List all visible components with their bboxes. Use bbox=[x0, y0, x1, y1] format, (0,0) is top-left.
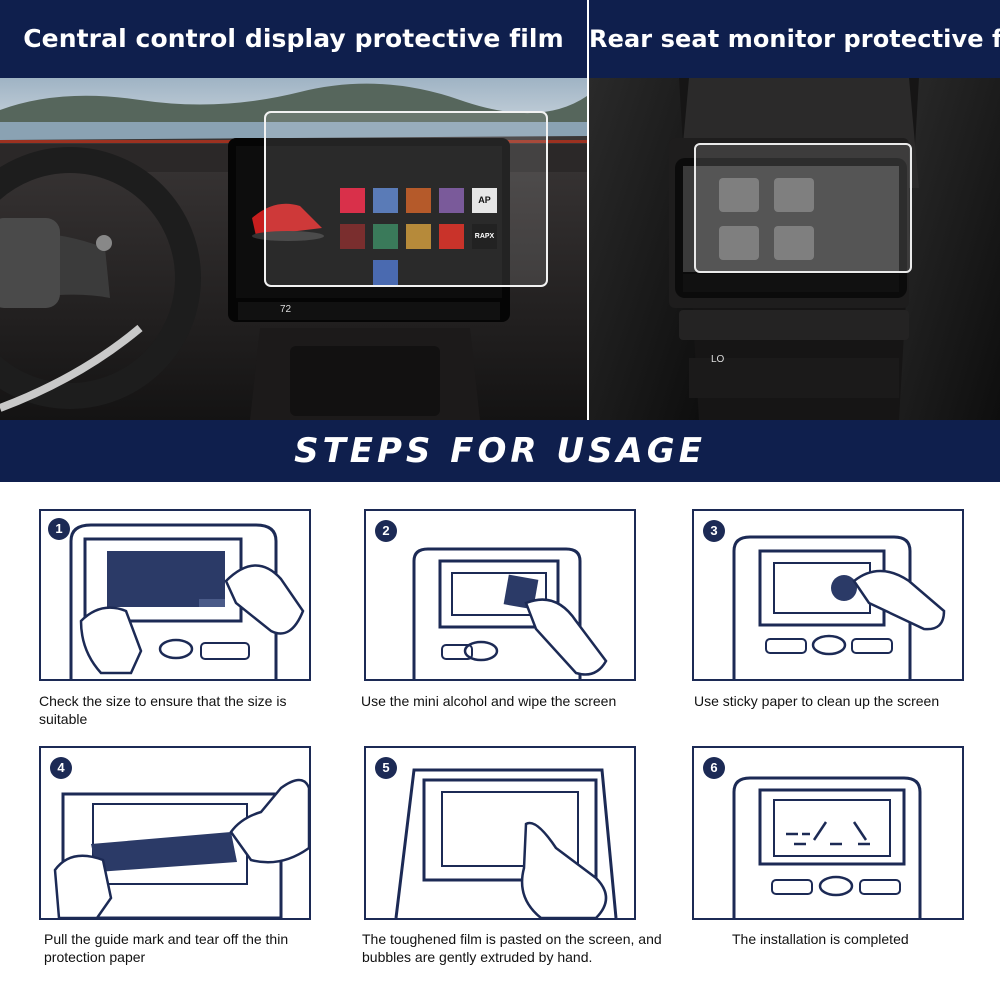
step-4-caption: Pull the guide mark and tear off the thi… bbox=[44, 931, 289, 965]
step-4-badge: 4 bbox=[50, 757, 72, 779]
step-6-panel: 6 bbox=[692, 746, 964, 920]
step-1-number: 1 bbox=[55, 521, 63, 536]
car-interior-illustration bbox=[0, 78, 587, 420]
center-temperature: 72 bbox=[280, 304, 292, 315]
step-3-illustration bbox=[732, 535, 946, 679]
steps-title: STEPS FOR USAGE bbox=[294, 431, 706, 471]
step-6-number: 6 bbox=[710, 760, 718, 775]
step-1-badge: 1 bbox=[48, 518, 70, 540]
rear-monitor-photo: LO bbox=[589, 78, 1000, 420]
step-5-number: 5 bbox=[382, 760, 390, 775]
steering-wheel bbox=[0, 147, 201, 412]
step-5-caption: The toughened film is pasted on the scre… bbox=[362, 931, 662, 965]
step-2-panel: 2 bbox=[364, 509, 636, 681]
step-2-illustration bbox=[412, 547, 608, 679]
step-3-number: 3 bbox=[710, 523, 718, 538]
step-4-panel: 4 bbox=[39, 746, 311, 920]
step-3-caption: Use sticky paper to clean up the screen bbox=[694, 693, 940, 709]
step-5-illustration bbox=[394, 768, 618, 918]
music-tile-grid: AP RAPX bbox=[340, 188, 500, 288]
steps-band: STEPS FOR USAGE bbox=[0, 420, 1000, 482]
rear-film-overlay bbox=[694, 143, 912, 273]
step-1-caption: Check the size to ensure that the size i… bbox=[39, 693, 287, 727]
step-3-panel: 3 bbox=[692, 509, 964, 681]
rear-screen bbox=[675, 158, 907, 298]
step-2-caption: Use the mini alcohol and wipe the screen bbox=[361, 693, 617, 709]
center-screen bbox=[228, 138, 510, 322]
header-band-right: Rear seat monitor protective film bbox=[589, 0, 1000, 78]
step-4-illustration bbox=[53, 778, 309, 918]
header-divider bbox=[587, 0, 589, 78]
rear-temperature: LO bbox=[711, 354, 725, 365]
step-2-badge: 2 bbox=[375, 520, 397, 542]
step-5-badge: 5 bbox=[375, 757, 397, 779]
step-6-caption: The installation is completed bbox=[732, 931, 909, 947]
central-display-photo: AP RAPX 72 bbox=[0, 78, 587, 420]
step-1-illustration bbox=[69, 523, 305, 679]
ap-tile: AP bbox=[472, 188, 497, 213]
step-5-panel: 5 bbox=[364, 746, 636, 920]
step-4-number: 4 bbox=[57, 760, 65, 775]
rear-monitor-title: Rear seat monitor protective film bbox=[589, 25, 1000, 53]
step-3-badge: 3 bbox=[703, 520, 725, 542]
rapx-tile: RAPX bbox=[472, 224, 497, 249]
step-6-badge: 6 bbox=[703, 757, 725, 779]
step-6-illustration bbox=[732, 776, 922, 918]
step-2-number: 2 bbox=[382, 523, 390, 538]
rear-console-illustration bbox=[589, 78, 1000, 420]
step-1-panel: 1 bbox=[39, 509, 311, 681]
central-display-title: Central control display protective film bbox=[23, 24, 564, 53]
shine-marks bbox=[786, 821, 870, 846]
header-band-left: Central control display protective film bbox=[0, 0, 587, 78]
